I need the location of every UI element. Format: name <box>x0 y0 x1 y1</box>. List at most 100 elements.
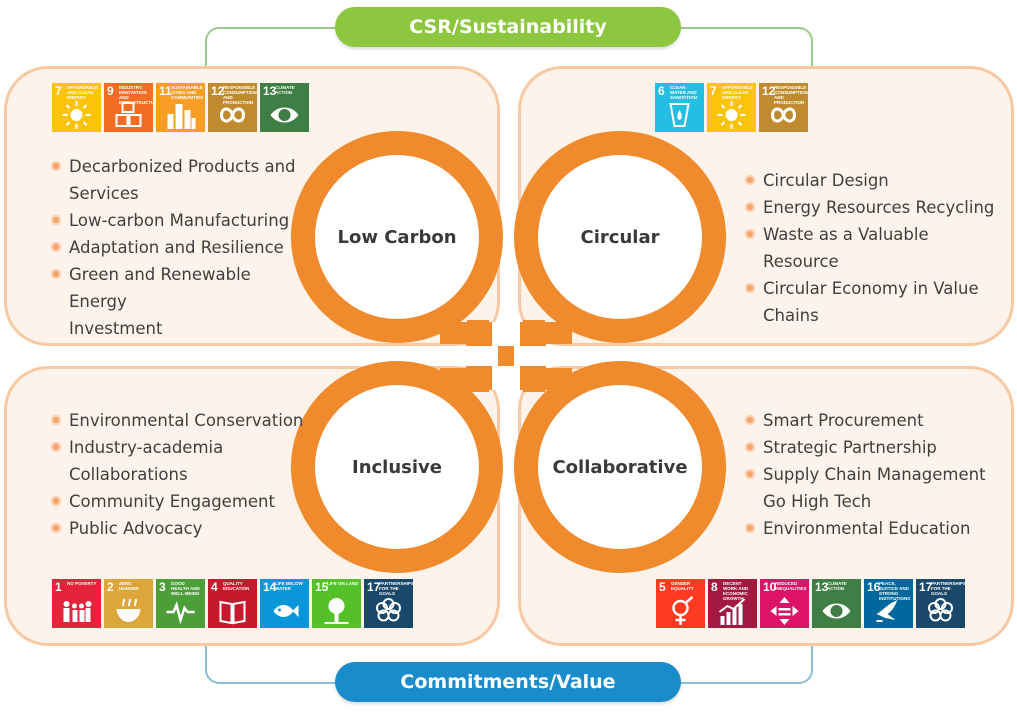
list-item: Smart Procurement <box>745 407 1005 434</box>
sdg-label: Quality education <box>223 581 250 591</box>
list-item: Public Advocacy <box>51 515 311 542</box>
sdg-4-tile: 4 Quality education <box>208 579 257 628</box>
sun-icon <box>717 101 746 129</box>
sdg-number: 9 <box>107 84 114 98</box>
list-item: Energy Resources Recycling <box>745 194 1005 221</box>
sdg-number: 5 <box>659 580 666 594</box>
low-carbon-sdg-row: 7 Affordable and clean energy 9 Industry, i… <box>52 83 309 132</box>
sdg-number: 10 <box>763 580 777 594</box>
list-item: Circular Design <box>745 167 1005 194</box>
flower-icon <box>376 598 401 622</box>
list-item: Low-carbon Manufacturing <box>51 207 301 234</box>
sdg-number: 7 <box>710 84 717 98</box>
inclusive-sdg-row: 1No poverty 2 Zero hunger 3 Good health and … <box>52 579 413 628</box>
circular-list: Circular Design Energy Resources Recycli… <box>745 167 1005 329</box>
sdg-number: 17 <box>919 580 933 594</box>
sdg-12-tile: 12Responsible consumption and production <box>759 83 808 132</box>
sdg-label: Clean water and sanitation <box>670 85 697 100</box>
infinity-icon <box>770 107 797 123</box>
infinity-icon <box>219 107 246 123</box>
list-item: Adaptation and Resilience <box>51 234 301 261</box>
sdg-number: 2 <box>107 580 114 594</box>
sdg-12-tile: 12Responsible consumption and production <box>208 83 257 132</box>
sdg-label: Affordable and clean energy <box>67 85 98 100</box>
list-item: Environmental Conservation <box>51 407 311 434</box>
commitments-value-pill: Commitments/Value <box>335 662 681 702</box>
list-item: Community Engagement <box>51 488 311 515</box>
eye-globe-icon <box>822 603 851 619</box>
sdg-label: Partnerships for the goals <box>931 581 965 596</box>
sdg-label: Industry, innovation and infrastructure <box>119 85 153 105</box>
family-icon <box>63 601 92 622</box>
sdg-label: Responsible consumption and production <box>774 85 808 105</box>
book-icon <box>219 600 246 625</box>
sdg-13-tile: 13Climate action <box>260 83 309 132</box>
sdg-number: 12 <box>211 84 225 98</box>
sdg-number: 8 <box>711 580 718 594</box>
sdg-number: 3 <box>159 580 166 594</box>
circular-sdg-row: 6 Clean water and sanitation 7 Affordable a… <box>655 83 808 132</box>
sdg-label: Life below water <box>275 581 303 591</box>
circular-title: Circular <box>580 226 660 248</box>
sdg-7-tile: 7 Affordable and clean energy <box>707 83 756 132</box>
low-carbon-ring <box>291 131 503 343</box>
fish-icon <box>273 605 299 617</box>
low-carbon-title: Low Carbon <box>337 226 457 248</box>
sdg-number: 1 <box>55 580 62 594</box>
sdg-label: Gender equality <box>671 581 694 591</box>
sdg-17-tile: 17Partnerships for the goals <box>916 579 965 628</box>
sdg-number: 15 <box>315 580 329 594</box>
flower-icon <box>928 598 953 622</box>
sdg-label: Good health and well-being <box>171 581 200 596</box>
csr-sustainability-label: CSR/Sustainability <box>409 16 607 38</box>
bowl-icon <box>116 598 141 622</box>
sdg-label: Climate action <box>275 85 295 95</box>
tree-icon <box>324 598 349 624</box>
sdg-label: Sustainable cities and communities <box>171 85 203 100</box>
sdg-number: 4 <box>211 580 218 594</box>
sdg-14-tile: 14Life below water <box>260 579 309 628</box>
sdg-8-tile: 8Decent work and economic growth <box>708 579 757 628</box>
sdg-label: Zero hunger <box>119 581 139 591</box>
inclusive-list: Environmental Conservation Industry-acad… <box>51 407 311 542</box>
sdg-number: 17 <box>367 580 381 594</box>
sdg-number: 6 <box>658 84 665 98</box>
sdg-number: 12 <box>762 84 776 98</box>
sdg-1-tile: 1No poverty <box>52 579 101 628</box>
sdg-label: Responsible consumption and production <box>223 85 257 105</box>
sdg-6-tile: 6 Clean water and sanitation <box>655 83 704 132</box>
sdg-label: Affordable and clean energy <box>722 85 753 100</box>
sdg-label: Peace, justice and strong institutions <box>879 581 911 601</box>
sdg-label: Partnerships for the goals <box>379 581 413 596</box>
inclusive-title: Inclusive <box>352 456 442 478</box>
sdg-16-tile: 16Peace, justice and strong institutions <box>864 579 913 628</box>
sdg-3-tile: 3 Good health and well-being <box>156 579 205 628</box>
collaborative-ring <box>514 361 726 573</box>
sdg-number: 13 <box>815 580 829 594</box>
sdg-9-tile: 9 Industry, innovation and infrastructure <box>104 83 153 132</box>
sdg-label: Climate action <box>827 581 847 591</box>
collaborative-sdg-row: 5 Gender equality 8Decent work and economi… <box>656 579 965 628</box>
sdg-11-tile: 11Sustainable cities and communities <box>156 83 205 132</box>
sun-icon <box>62 101 91 129</box>
sdg-label: Life on land <box>327 581 359 586</box>
sdg-number: 7 <box>55 84 62 98</box>
sdg-number: 11 <box>159 84 172 98</box>
circular-ring <box>514 131 726 343</box>
inclusive-ring <box>291 361 503 573</box>
sdg-7-tile: 7 Affordable and clean energy <box>52 83 101 132</box>
eye-globe-icon <box>270 107 299 123</box>
sdg-5-tile: 5 Gender equality <box>656 579 705 628</box>
water-icon <box>669 103 690 127</box>
city-icon <box>167 104 196 129</box>
list-item: Environmental Education <box>745 515 1005 542</box>
growth-icon <box>718 598 746 625</box>
equality-icon <box>770 597 799 625</box>
sdg-17-tile: 17Partnerships for the goals <box>364 579 413 628</box>
